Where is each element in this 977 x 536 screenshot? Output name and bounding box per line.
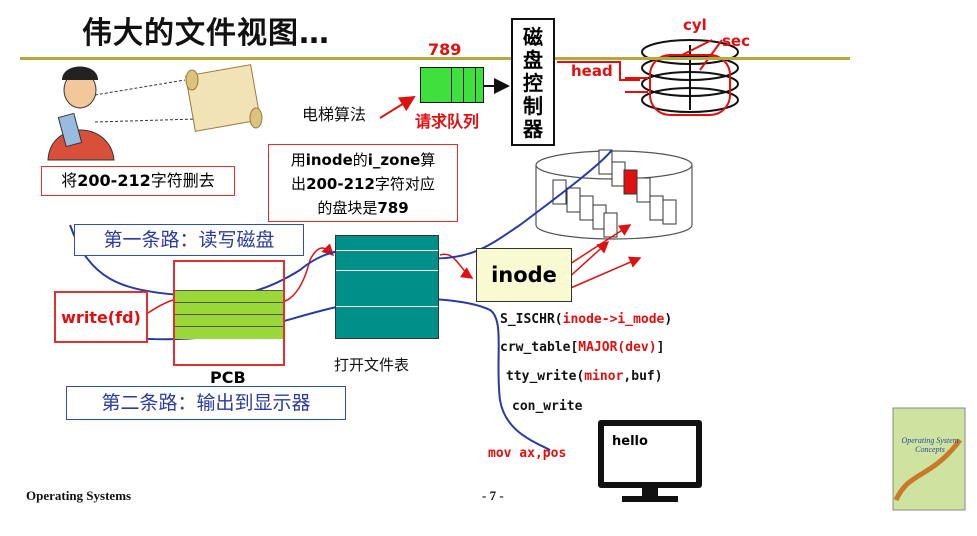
open-file-table-label: 打开文件表 — [334, 356, 410, 374]
open-file-table — [335, 235, 439, 339]
block-number: 789 — [428, 40, 462, 59]
code-line-1: S_ISCHR(inode->i_mode) — [500, 312, 673, 327]
monitor-text: hello — [612, 434, 648, 449]
elevator-arrow — [379, 95, 416, 119]
head-label: head — [571, 62, 613, 80]
disk-controller-char: 制 — [523, 94, 543, 118]
write-call: write(fd) — [54, 291, 148, 343]
sec-label: sec — [722, 32, 750, 50]
disk-platter-icon — [641, 39, 739, 113]
delete-instruction: 将200-212字符删去 — [41, 166, 235, 196]
disk-controller-char: 盘 — [523, 48, 543, 72]
cylinder-highlight — [649, 39, 731, 116]
code-line-5: mov ax,pos — [488, 446, 567, 461]
cyl-label: cyl — [683, 16, 707, 34]
request-queue-label: 请求队列 — [415, 112, 480, 131]
book-cover-icon — [892, 407, 966, 511]
code-line-2: crw_table[MAJOR(dev)] — [500, 340, 665, 355]
person-reading-icon — [47, 66, 115, 161]
request-queue — [420, 67, 484, 103]
title-rule — [20, 57, 850, 60]
disk-controller-char: 控 — [523, 71, 543, 95]
page-number: - 7 - — [482, 488, 504, 503]
head-connector — [557, 61, 640, 81]
disk-controller: 磁 盘 控 制 器 — [511, 18, 555, 146]
disk-controller-char: 磁 — [523, 25, 543, 49]
page-title: 伟大的文件视图… — [82, 16, 330, 51]
footer-course: Operating Systems — [26, 488, 132, 503]
dashed-arrow — [94, 79, 186, 96]
path-2-line — [94, 297, 551, 451]
disk-controller-char: 器 — [523, 117, 543, 141]
pcb-box — [173, 260, 285, 366]
code-line-4: con_write — [512, 399, 583, 414]
inode-box: inode — [476, 248, 572, 302]
path-1-label: 第一条路：读写磁盘 — [74, 224, 304, 256]
pcb-label: PCB — [210, 368, 246, 387]
code-line-3: tty_write(minor,buf) — [506, 369, 663, 384]
scroll-icon — [185, 64, 263, 132]
disk-blocks — [552, 149, 677, 238]
monitor-icon — [598, 420, 702, 502]
path-2-label: 第二条路：输出到显示器 — [66, 386, 346, 420]
inode-note: 用inode的i_zone算 出200-212字符对应 的盘块是789 — [268, 144, 458, 222]
book-cover-title: Operating System Concepts — [901, 436, 959, 454]
elevator-label: 电梯算法 — [302, 105, 367, 124]
